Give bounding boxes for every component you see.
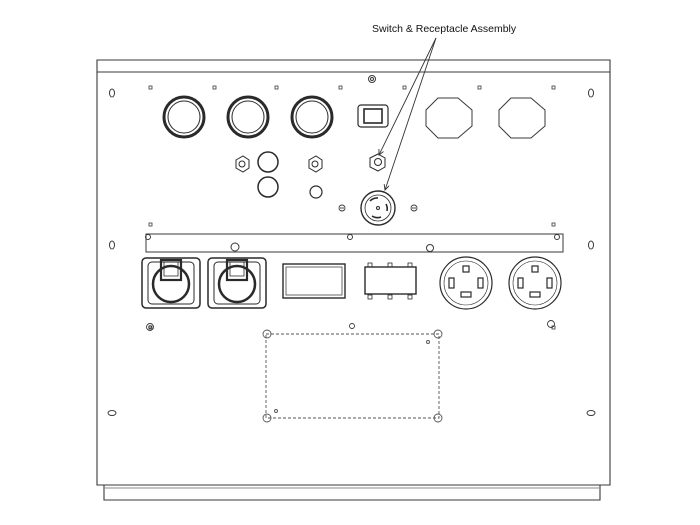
round-knockout-3 xyxy=(290,95,334,139)
slot-hole xyxy=(109,88,115,98)
toggle-switch-2 xyxy=(308,155,323,173)
panel-outline xyxy=(96,59,611,501)
terminal-block xyxy=(364,262,417,300)
weatherproof-cover-1 xyxy=(141,257,201,309)
access-cover xyxy=(262,329,443,423)
breaker-round-1 xyxy=(257,151,279,173)
receptacle-50a-2 xyxy=(508,256,562,310)
rect-outlet-top xyxy=(357,104,389,128)
top-screw xyxy=(368,75,376,83)
slot-hole xyxy=(588,240,594,250)
mounting-slots xyxy=(107,88,596,416)
slot-hole xyxy=(107,410,117,416)
twist-lock-receptacle xyxy=(360,190,396,226)
slot-hole xyxy=(588,88,594,98)
round-knockout-1 xyxy=(162,95,206,139)
callout-label: Switch & Receptacle Assembly xyxy=(372,23,517,35)
toggle-switch-3 xyxy=(369,153,386,172)
slot-hole xyxy=(109,240,115,250)
octagon-knockouts xyxy=(425,97,546,139)
round-knockout-2 xyxy=(226,95,270,139)
mounting-rail xyxy=(145,233,564,253)
small-knockout xyxy=(309,185,323,199)
component-screws xyxy=(146,320,555,331)
small-screws xyxy=(148,85,556,330)
callout-leader xyxy=(379,37,437,190)
display-panel xyxy=(282,263,346,299)
receptacle-50a-1 xyxy=(439,256,493,310)
slot-hole xyxy=(586,410,596,416)
toggle-switch-1 xyxy=(235,155,250,173)
breaker-round-2 xyxy=(257,176,279,198)
weatherproof-cover-2 xyxy=(207,257,267,309)
receptacle-screws xyxy=(338,204,418,212)
octagon-knockout-1 xyxy=(425,97,473,139)
round-knockouts xyxy=(162,95,334,139)
octagon-knockout-2 xyxy=(498,97,546,139)
